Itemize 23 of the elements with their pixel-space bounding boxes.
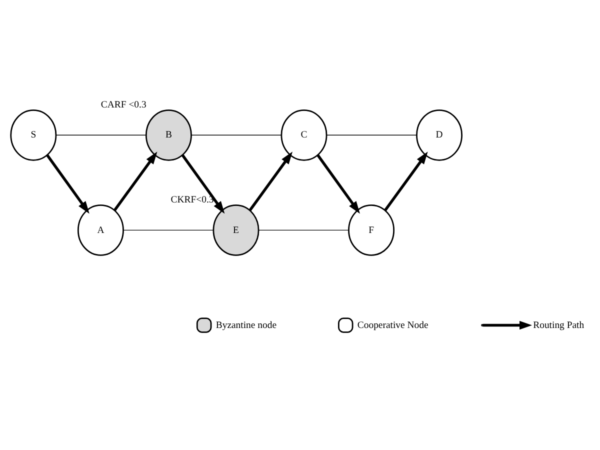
legend-label: Byzantine node [216,320,277,331]
arrow [181,154,225,214]
connector [123,230,214,231]
node-circle: B [145,109,192,161]
connector [258,230,349,231]
connector [56,134,146,136]
legend-label: Cooperative Node [357,320,428,331]
arrow [46,154,90,214]
node-circle: S [10,109,57,161]
node-circle: F [348,204,395,256]
arrow [384,152,428,212]
node-label: CARF <0.3 [100,100,146,111]
connector [326,134,417,136]
arrow [248,152,293,212]
node-circle: A [77,204,124,256]
node-circle: E [212,204,260,256]
arrow [114,152,158,212]
node-circle: D [416,109,463,161]
arrow [316,154,360,214]
node-circle: C [280,109,328,161]
node-label: CKRF<0.3 [170,194,214,206]
legend-label: Routing Path [533,320,584,331]
connector [191,134,282,136]
